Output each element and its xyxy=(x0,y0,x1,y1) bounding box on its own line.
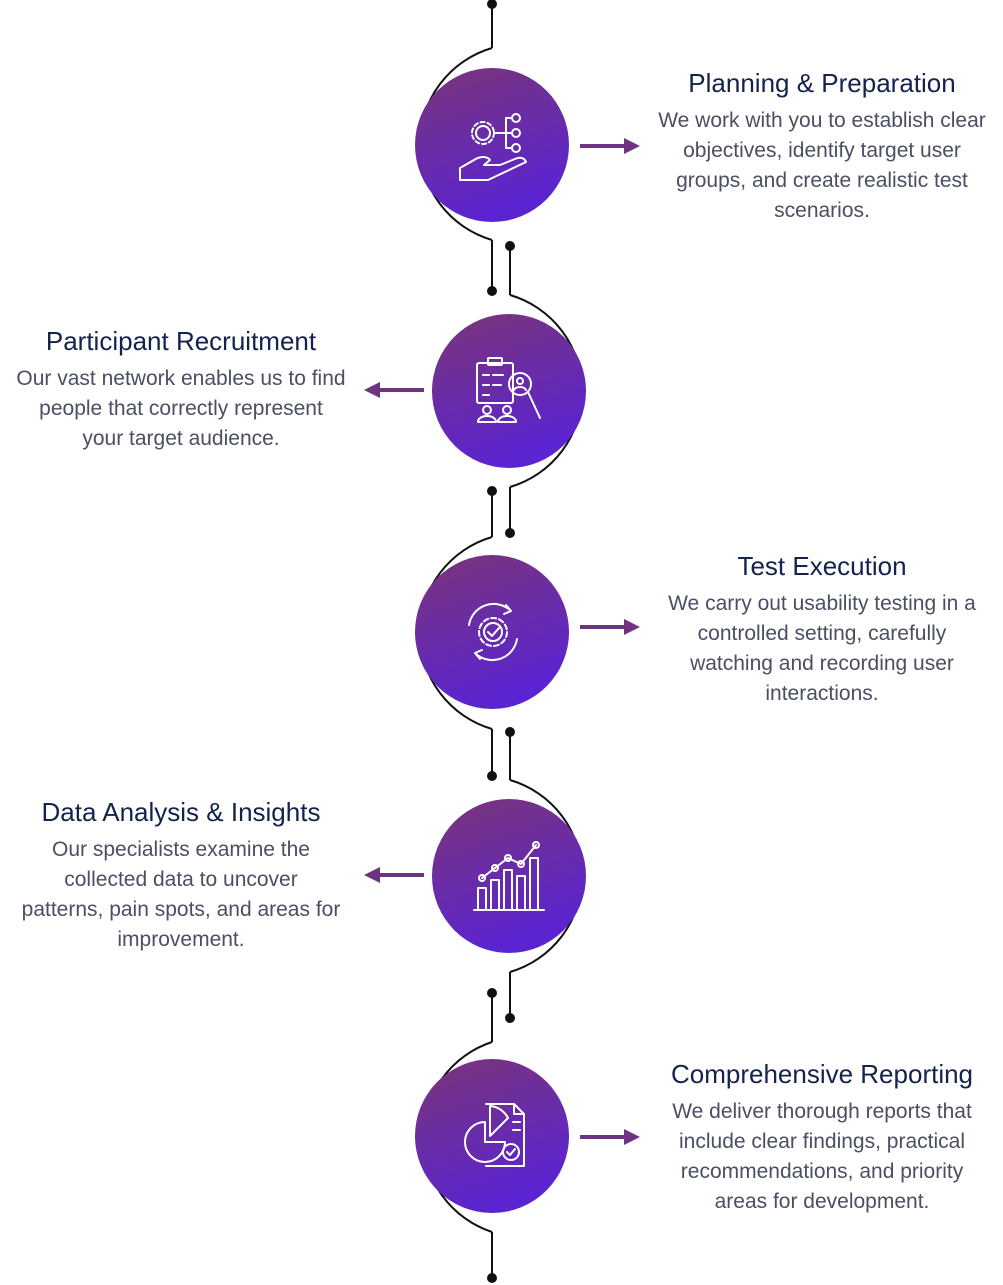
step-title: Planning & Preparation xyxy=(688,68,955,98)
step-circle xyxy=(415,68,569,222)
step-description-line: watching and recording user xyxy=(689,652,954,675)
timeline-dots xyxy=(487,0,515,1283)
step-description-line: improvement. xyxy=(117,928,244,951)
step-test-execution: Test Execution We carry out usability te… xyxy=(415,551,976,709)
step-description-line: patterns, pain spots, and areas for xyxy=(22,898,341,921)
step-circle xyxy=(415,555,569,709)
step-title: Test Execution xyxy=(737,551,906,581)
step-description-line: objectives, identify target user xyxy=(683,139,961,162)
step-circle xyxy=(415,1059,569,1213)
step-description-line: groups, and create realistic test xyxy=(676,169,968,192)
bar-chart-trend-icon xyxy=(473,841,545,911)
step-circle xyxy=(432,799,586,953)
step-description-line: include clear findings, practical xyxy=(679,1130,965,1153)
step-description-line: collected data to uncover xyxy=(64,868,297,891)
step-description-line: We carry out usability testing in a xyxy=(668,592,976,615)
step-description-line: Our specialists examine the xyxy=(52,838,310,861)
step-description-line: interactions. xyxy=(765,682,878,705)
step-title: Data Analysis & Insights xyxy=(42,797,321,827)
report-pie-chart-icon xyxy=(464,1103,525,1167)
gear-network-hand-icon xyxy=(459,113,527,181)
step-description-line: Our vast network enables us to find xyxy=(16,367,345,390)
step-circle xyxy=(432,314,586,468)
step-description-line: We deliver thorough reports that xyxy=(672,1100,972,1123)
gear-check-cycle-icon xyxy=(468,602,518,662)
step-description-line: We work with you to establish clear xyxy=(658,109,986,132)
step-description-line: areas for development. xyxy=(715,1190,930,1213)
clipboard-magnifier-people-icon xyxy=(476,357,541,423)
step-planning-preparation: Planning & Preparation We work with you … xyxy=(415,68,986,222)
step-participant-recruitment: Participant Recruitment Our vast network… xyxy=(16,314,586,468)
step-description-line: people that correctly represent xyxy=(39,397,323,420)
step-title: Comprehensive Reporting xyxy=(671,1059,973,1089)
step-description-line: your target audience. xyxy=(82,427,279,450)
step-data-analysis-insights: Data Analysis & Insights Our specialists… xyxy=(22,797,586,953)
step-description-line: controlled setting, carefully xyxy=(698,622,947,645)
step-description-line: recommendations, and priority xyxy=(681,1160,964,1183)
step-description-line: scenarios. xyxy=(774,199,870,222)
step-comprehensive-reporting: Comprehensive Reporting We deliver thoro… xyxy=(415,1059,973,1213)
step-title: Participant Recruitment xyxy=(46,326,317,356)
